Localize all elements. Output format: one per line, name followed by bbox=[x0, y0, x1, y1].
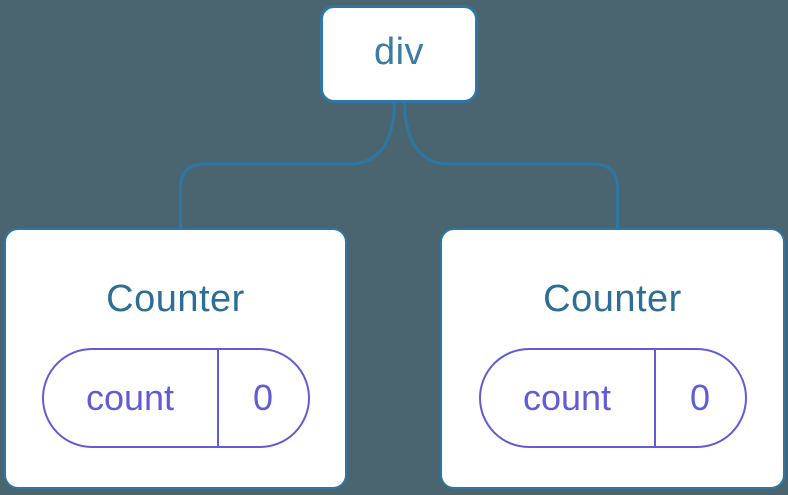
state-pill: count 0 bbox=[41, 348, 310, 448]
root-node-label: div bbox=[373, 31, 425, 73]
state-key: count bbox=[481, 350, 656, 446]
counter-title: Counter bbox=[106, 278, 245, 320]
state-pill: count 0 bbox=[478, 348, 747, 448]
state-value: 0 bbox=[689, 377, 711, 418]
counter-node-left: Counter count 0 bbox=[4, 228, 347, 489]
connector-root-to-right-counter bbox=[402, 100, 620, 229]
state-value: 0 bbox=[252, 377, 274, 418]
counter-node-right: Counter count 0 bbox=[440, 228, 785, 489]
state-key: count bbox=[44, 350, 219, 446]
counter-title: Counter bbox=[543, 278, 682, 320]
root-node: div bbox=[320, 5, 478, 103]
connector-root-to-left-counter bbox=[178, 100, 397, 229]
